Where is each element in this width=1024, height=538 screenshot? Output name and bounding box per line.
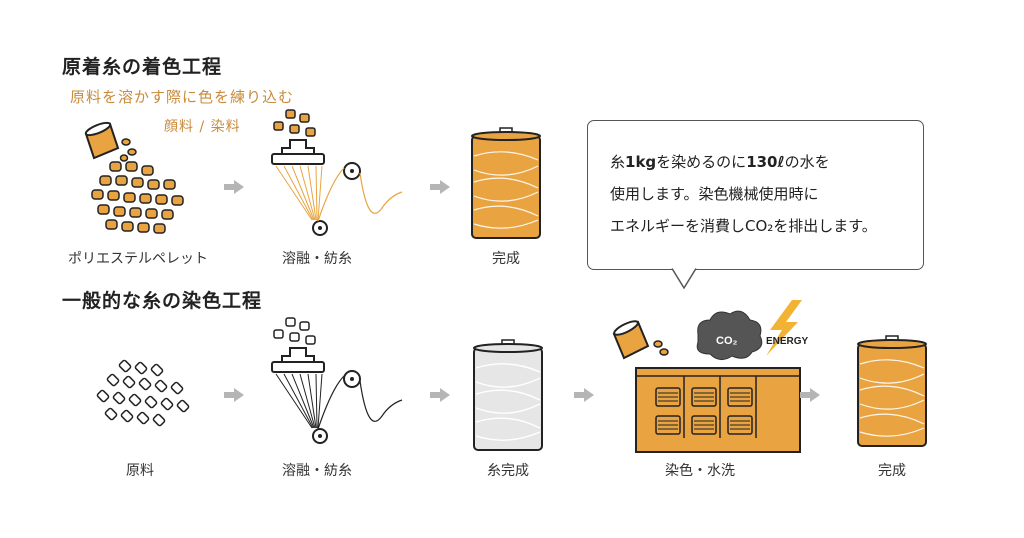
step-label-polyester-pellet: ポリエステルペレット — [68, 251, 208, 267]
dyeing-bath-illustration: CO₂ ENERGY — [612, 300, 809, 453]
top-section-subtitle: 原料を溶かす際に色を練り込む — [70, 88, 295, 106]
step-label-melt-spin-top: 溶融・紡糸 — [282, 251, 352, 267]
colored-pellets-illustration — [84, 121, 184, 234]
arrow-right-icon — [224, 180, 244, 194]
step-label-raw-material: 原料 — [126, 463, 154, 479]
spinning-plain-illustration — [271, 317, 403, 444]
pigment-drops-icon — [119, 138, 137, 162]
info-callout: 糸1kgを染めるのに130ℓの水を 使用します。染色機械使用時に エネルギーを消… — [587, 120, 924, 270]
energy-bolt-icon — [766, 300, 802, 356]
pigment-label: 顔料 / 染料 — [164, 119, 241, 135]
step-label-complete-top: 完成 — [492, 251, 520, 267]
raw-pellets-illustration — [96, 359, 190, 427]
co2-cloud-icon — [696, 310, 763, 360]
white-yarn-spool-icon — [473, 339, 543, 451]
pigment-cup-icon — [612, 320, 669, 360]
callout-pointer — [671, 268, 697, 290]
top-section-title: 原着糸の着色工程 — [62, 56, 223, 78]
callout-line-1: 糸1kgを染めるのに130ℓの水を — [610, 153, 830, 171]
callout-line-3: エネルギーを消費しCO₂を排出します。 — [610, 217, 877, 235]
spinning-colored-illustration — [271, 109, 403, 236]
step-label-dye-wash: 染色・水洗 — [665, 463, 735, 479]
arrow-right-icon — [800, 388, 820, 402]
orange-yarn-spool-icon — [857, 335, 927, 447]
arrow-right-icon — [430, 388, 450, 402]
pigment-cup-icon — [84, 121, 120, 160]
step-label-melt-spin-bottom: 溶融・紡糸 — [282, 463, 352, 479]
arrow-right-icon — [574, 388, 594, 402]
arrow-right-icon — [430, 180, 450, 194]
callout-line-2: 使用します。染色機械使用時に — [610, 185, 819, 203]
step-label-complete-bottom: 完成 — [878, 463, 906, 479]
pellet-grid-icon — [91, 161, 184, 234]
orange-yarn-spool-icon — [471, 127, 541, 239]
energy-text: ENERGY — [766, 336, 809, 347]
bottom-section-title: 一般的な糸の染色工程 — [62, 290, 263, 312]
co2-text: CO₂ — [716, 335, 738, 347]
step-label-yarn-complete: 糸完成 — [487, 463, 529, 479]
arrow-right-icon — [224, 388, 244, 402]
